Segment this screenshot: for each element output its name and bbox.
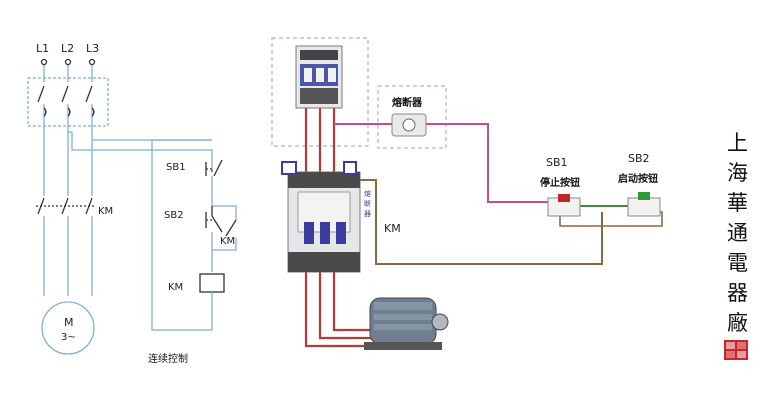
schematic-caption: 连续控制: [148, 352, 188, 365]
sb1-symbol: [205, 159, 223, 177]
motor-symbol: [41, 301, 95, 355]
sb1-schematic-label: SB1: [166, 162, 186, 173]
fuse-icon: [391, 113, 427, 137]
km-aux-label: KM: [220, 236, 235, 247]
start-button-icon: [627, 192, 661, 217]
brand-vertical-text: 上 海 華 通 電 器 廠: [727, 131, 748, 335]
km-coil-label: KM: [168, 282, 183, 293]
km-main-label: KM: [98, 206, 113, 217]
fuse-label: 熔断器: [392, 96, 423, 109]
motor-sub-label: 3~: [61, 332, 76, 343]
km-main-contacts: [36, 197, 96, 215]
sb2-caption: 启动按钮: [618, 172, 658, 185]
terminal-l3: [88, 58, 96, 66]
phase-label-l1: L1: [36, 42, 49, 55]
brand-char-4: 通: [727, 221, 748, 245]
svg-text:器: 器: [364, 210, 371, 218]
sb1-caption: 停止按钮: [540, 176, 580, 189]
brand-char-3: 華: [727, 191, 748, 215]
sb2-label: SB2: [628, 152, 650, 165]
motor-icon: [364, 297, 449, 350]
contactor: 熔 断 器: [281, 161, 371, 273]
fuse-enclosure: [377, 85, 447, 149]
phase-label-l3: L3: [86, 42, 99, 55]
brand-char-1: 上: [727, 131, 748, 155]
wiring-diagram: 熔断器 熔 断 器 KM: [271, 37, 663, 350]
seal-stamp-icon: [724, 340, 748, 360]
motor-label: M: [64, 316, 74, 329]
terminal-l1: [40, 58, 48, 66]
sb2-schematic-label: SB2: [164, 210, 184, 221]
sb1-label: SB1: [546, 156, 568, 169]
brand-char-5: 電: [727, 251, 748, 275]
terminal-l2: [64, 58, 72, 66]
km-aux-contact: [225, 219, 237, 237]
brand-char-6: 器: [727, 281, 748, 305]
brand-char-2: 海: [727, 161, 748, 185]
km-coil: [199, 273, 225, 293]
circuit-breaker: [295, 45, 343, 109]
sb2-symbol: [205, 206, 223, 233]
stop-button-icon: [547, 194, 581, 217]
svg-text:熔: 熔: [364, 189, 371, 198]
phase-label-l2: L2: [61, 42, 74, 55]
schematic: L1 L2 L3 KM: [27, 42, 237, 365]
svg-text:断: 断: [364, 199, 371, 208]
brand-char-7: 廠: [727, 311, 748, 335]
contactor-label: KM: [384, 222, 401, 235]
